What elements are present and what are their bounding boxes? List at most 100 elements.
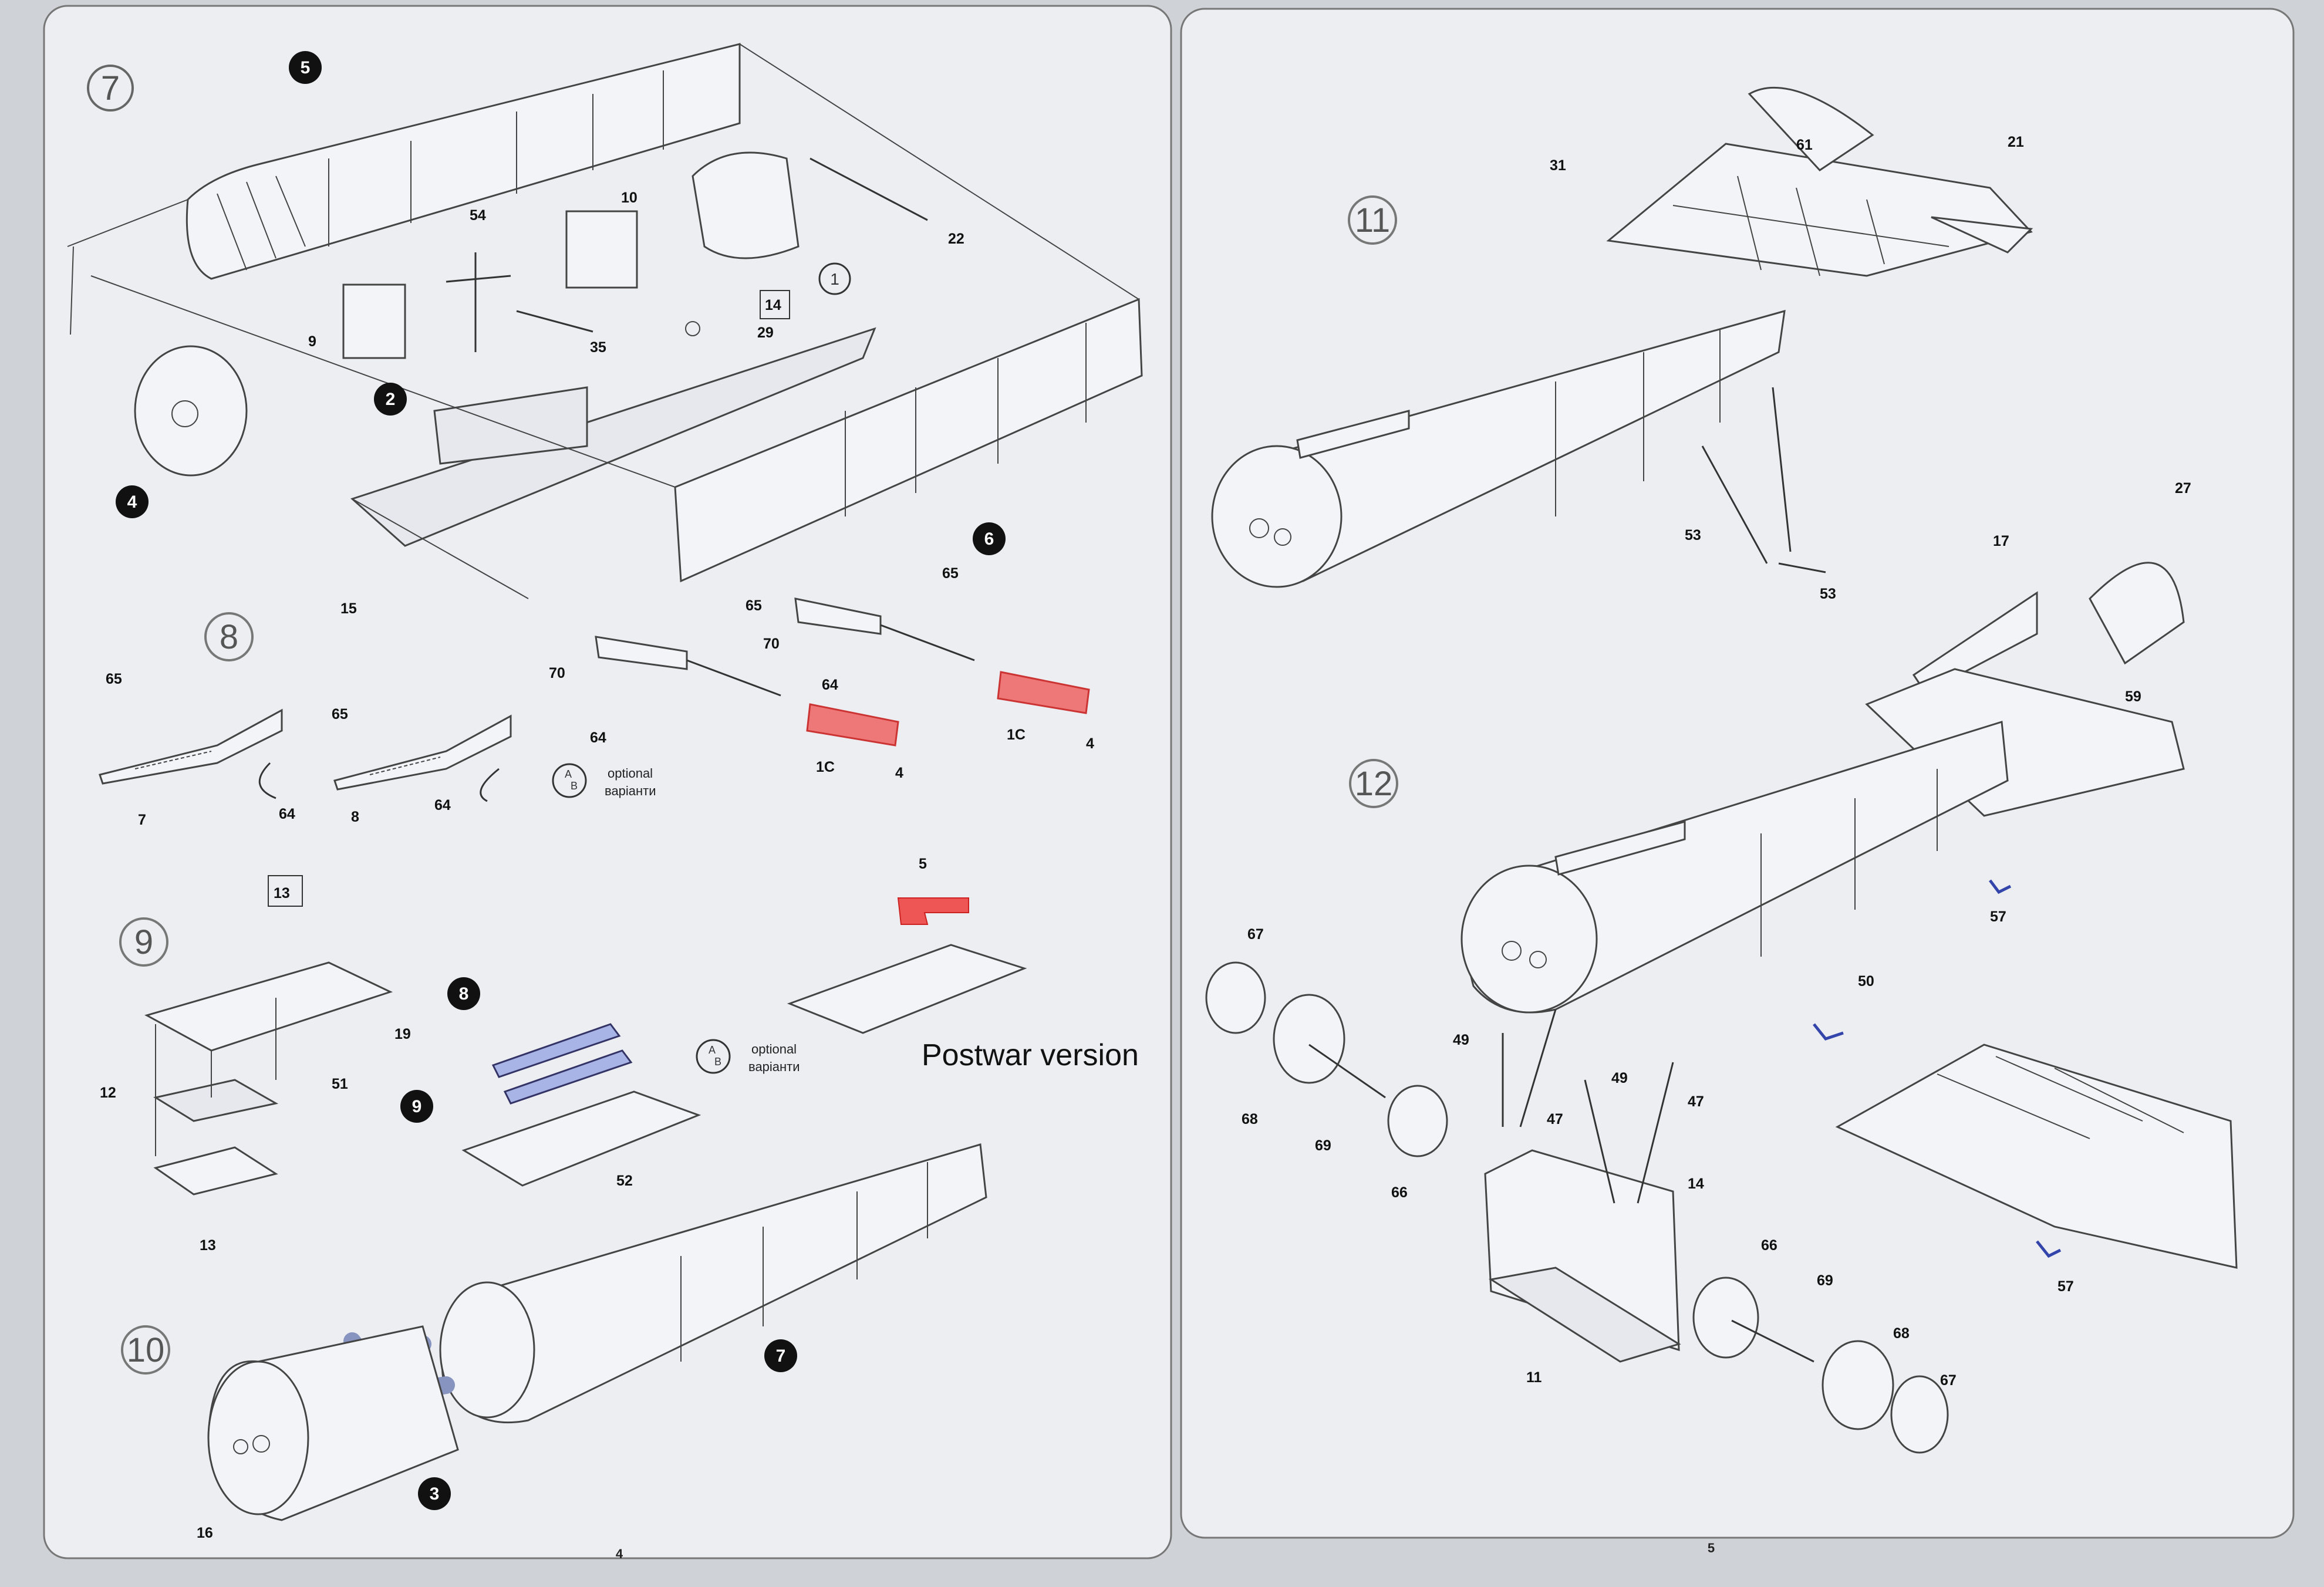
wheel-66-right <box>1692 1277 1759 1359</box>
sub-ref-7: 7 <box>776 1346 786 1366</box>
firewall-hole <box>171 400 198 427</box>
part-label: 13 <box>200 1237 216 1254</box>
cowling-front-face <box>207 1360 309 1515</box>
blue-guns-sub8 <box>491 1023 621 1078</box>
part-label: 47 <box>1688 1093 1704 1110</box>
optional-ab-icon <box>552 763 587 798</box>
step-number: 12 <box>1355 765 1393 803</box>
part-label: 67 <box>1940 1372 1957 1389</box>
sub-ref-9: 9 <box>412 1097 422 1116</box>
optional-label-ua: варіанти <box>748 1059 800 1074</box>
guns-step11 <box>1296 410 1410 459</box>
part-label: 49 <box>1611 1070 1628 1086</box>
ab-icon-b: B <box>714 1056 721 1068</box>
cowling-hole <box>252 1435 270 1453</box>
part-57-tailskid-b <box>2036 1240 2062 1258</box>
part-label: 13 <box>274 885 290 901</box>
sub-ref-7-badge <box>764 1339 797 1372</box>
part-label: 35 <box>590 339 606 356</box>
part-label: 61 <box>1796 137 1813 153</box>
part-label: 1C <box>816 759 835 775</box>
part-label: 68 <box>1242 1111 1258 1127</box>
part-label: 15 <box>340 600 357 617</box>
part-label: 4 <box>1086 735 1094 752</box>
part-label: 22 <box>948 231 964 247</box>
gun-barrel-b <box>880 624 975 661</box>
part-label: 53 <box>1820 586 1836 602</box>
part-label: 57 <box>1990 909 2006 925</box>
part-label: 31 <box>1550 157 1566 174</box>
blue-guns-sub8-b <box>503 1049 633 1105</box>
part-label: 69 <box>1817 1272 1833 1289</box>
gun-grips-64 <box>258 762 500 802</box>
part-label: 64 <box>590 730 606 746</box>
step-number: 11 <box>1355 201 1390 239</box>
part-label: 70 <box>763 636 780 652</box>
part-label: 8 <box>351 809 359 825</box>
step-number: 10 <box>127 1331 165 1369</box>
part-label: 49 <box>1453 1032 1469 1048</box>
wheel-68-right <box>1822 1340 1894 1430</box>
floor-insert-part-2 <box>433 386 588 465</box>
postwar-panel <box>787 944 1027 1034</box>
nose-hole <box>1274 528 1291 546</box>
part-label: 50 <box>1858 973 1874 990</box>
part-label: 65 <box>942 565 959 582</box>
part-label: 57 <box>2057 1278 2074 1295</box>
part-label: 10 <box>621 190 638 206</box>
part-label: 66 <box>1761 1237 1777 1254</box>
struts-53 <box>1701 387 1792 564</box>
part-label: 54 <box>470 207 486 224</box>
part-label: 27 <box>2175 480 2191 497</box>
step-number: 9 <box>134 923 153 961</box>
step-12: 12 27 17 59 57 <box>1205 480 2238 1454</box>
part-label: 51 <box>332 1076 348 1092</box>
gun-7-cooling-jacket <box>134 751 212 769</box>
gun-barrel-a <box>686 659 781 697</box>
part-label: 47 <box>1547 1111 1563 1127</box>
cowling-panel-9 <box>461 1090 701 1187</box>
strut-53-b <box>1778 562 1826 573</box>
part-label: 64 <box>434 797 451 813</box>
part-54-stick <box>446 252 511 352</box>
frame-struts <box>217 70 664 271</box>
fuselage-right-half <box>674 298 1143 583</box>
cowling-hole <box>233 1439 248 1454</box>
part-label: 16 <box>197 1525 213 1541</box>
nose-hole <box>1529 951 1547 968</box>
part-label: 11 <box>1526 1369 1542 1386</box>
step-9-badge <box>119 917 168 967</box>
part-label: 68 <box>1893 1325 1910 1342</box>
part-label: 64 <box>822 677 838 693</box>
part-13-box <box>268 875 303 907</box>
axle-69-left <box>1308 1044 1386 1099</box>
cockpit-floor-part <box>350 327 876 547</box>
part-14-box <box>760 290 790 319</box>
sub-ref-4-badge <box>116 485 149 518</box>
ab-icon-b: B <box>571 780 578 792</box>
part-label: 65 <box>106 671 122 687</box>
step-10-badge <box>121 1325 170 1375</box>
part-35-rod <box>516 310 593 333</box>
tail-ribs <box>1672 175 1949 276</box>
gun-mount-70-b <box>794 597 882 635</box>
tail-detail-ribs <box>1937 1056 2184 1139</box>
part-label: 70 <box>549 665 565 681</box>
nose-ring <box>1211 445 1343 588</box>
sub-ref-5: 5 <box>301 58 311 77</box>
part-label: 17 <box>1993 533 2009 549</box>
wheel-67-right <box>1890 1375 1949 1454</box>
part-label: 7 <box>138 812 146 828</box>
part-label: 67 <box>1247 926 1264 943</box>
part-13-frame <box>153 1146 278 1196</box>
struts-47-49 <box>1502 1009 1674 1204</box>
postwar-version-label: Postwar version <box>922 1038 1139 1072</box>
part-label: 14 <box>1688 1176 1704 1192</box>
ab-icon-a: A <box>565 768 572 780</box>
step-9-guides <box>155 998 276 1156</box>
nose-hole <box>1249 518 1269 538</box>
part-57-tailskid <box>1989 879 2012 894</box>
axle-69-right <box>1731 1319 1814 1363</box>
left-page <box>43 5 1172 1559</box>
part-label: 9 <box>308 333 316 350</box>
